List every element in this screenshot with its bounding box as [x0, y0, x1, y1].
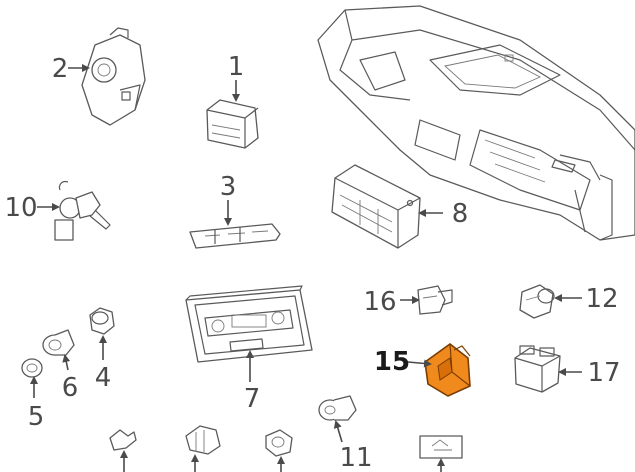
- part-4-sensor: [89, 307, 115, 335]
- part-12-sensor: [519, 284, 555, 319]
- callout-5: 5: [28, 402, 45, 432]
- callout-1: 1: [228, 52, 245, 82]
- callout-8: 8: [452, 199, 469, 229]
- part-17-module: [514, 345, 561, 393]
- part-1-module: [206, 99, 259, 149]
- part-16-switch: [417, 285, 453, 315]
- callout-16: 16: [363, 287, 396, 317]
- callout-15: 15: [374, 347, 410, 377]
- part-5-sensor: [21, 358, 43, 378]
- part-3-switch-panel: [189, 223, 281, 249]
- part-6-sensor: [42, 329, 75, 356]
- leader-lines: [30, 64, 582, 472]
- callout-11: 11: [339, 443, 372, 472]
- dashboard-illustration: [317, 5, 635, 241]
- callout-labels: 1 2 3 4 5 6 7 8 10 11 12 15 16 17: [4, 52, 620, 472]
- part-7-climate-control: [185, 285, 313, 363]
- callout-10: 10: [4, 193, 37, 223]
- part-8-control-module: [331, 164, 421, 249]
- part-15-highlighted-switch: [424, 343, 471, 397]
- callout-3: 3: [220, 172, 237, 202]
- callout-17: 17: [587, 358, 620, 388]
- part-11-sensor: [318, 395, 357, 421]
- callout-12: 12: [585, 284, 618, 314]
- bottom-row-parts: [109, 425, 463, 459]
- part-2-ignition-switch: [81, 27, 146, 126]
- callout-2: 2: [52, 54, 69, 84]
- callout-4: 4: [95, 363, 112, 393]
- part-10-sensor: [54, 180, 111, 241]
- callout-7: 7: [244, 384, 261, 414]
- callout-6: 6: [62, 373, 79, 403]
